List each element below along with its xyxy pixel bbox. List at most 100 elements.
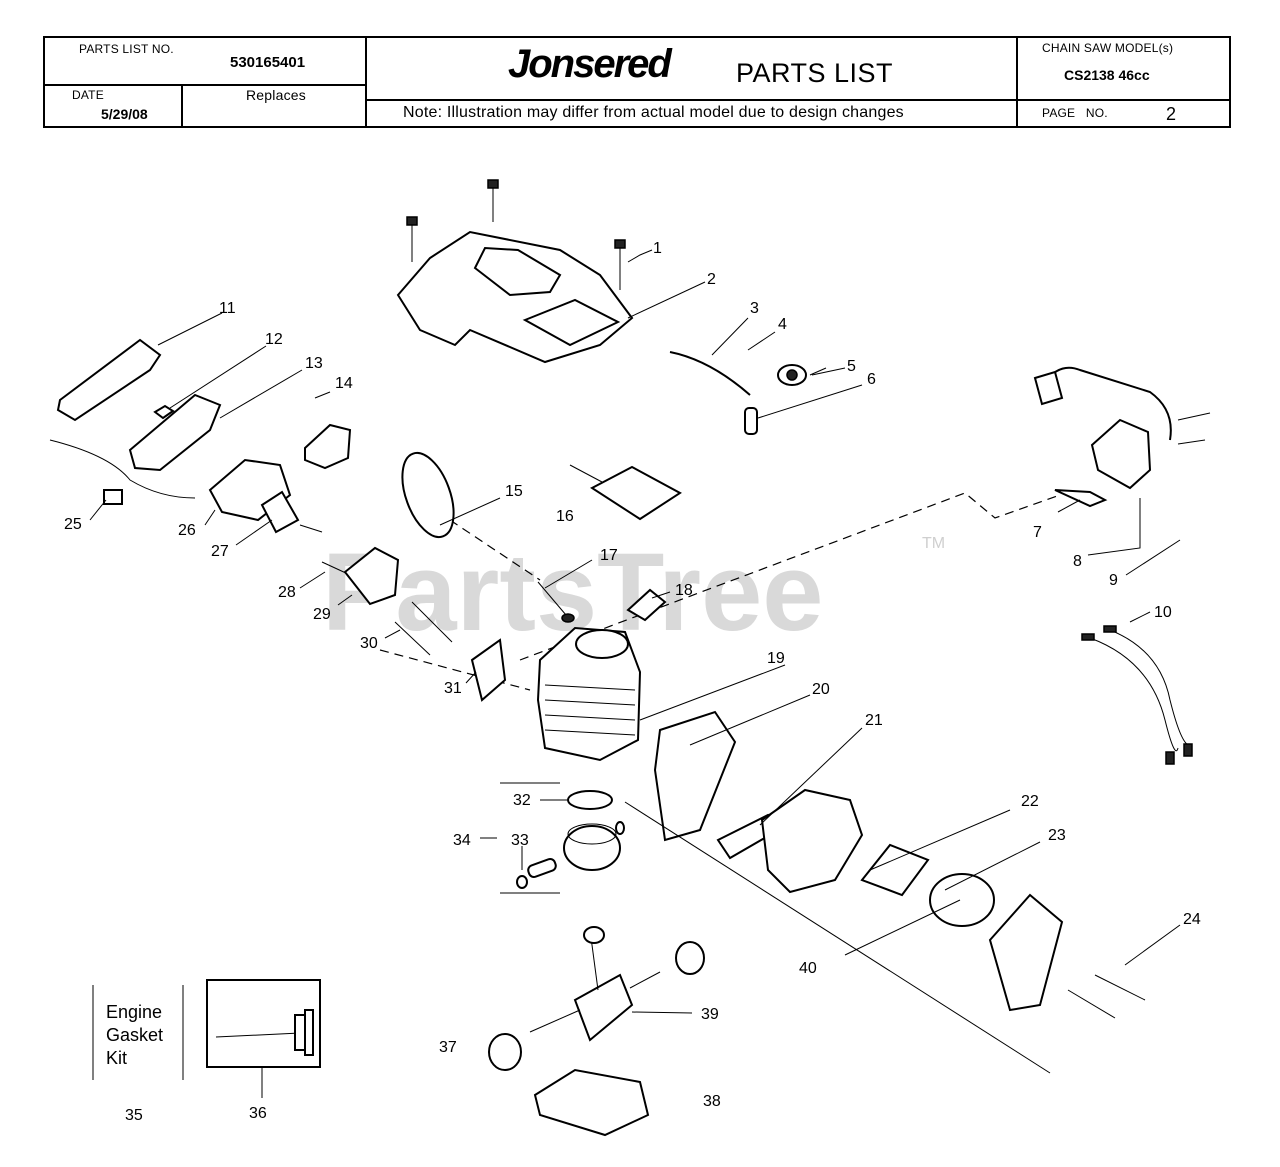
bracket-part-7 [1054, 489, 1108, 508]
bolt-part-24 [1094, 974, 1146, 1001]
assembly-line [519, 492, 1061, 661]
callout-39: 39 [701, 1006, 719, 1023]
piston-pin-part-33 [527, 857, 557, 879]
intake-boot-part-15 [401, 451, 455, 539]
circlip-part-33 [615, 821, 625, 835]
spark-plug-part-17 [537, 581, 575, 623]
callout-8: 8 [1073, 553, 1082, 570]
callout-19: 19 [767, 650, 785, 667]
screw-part-28 [321, 561, 349, 575]
crankshaft-part-39 [529, 926, 661, 1042]
gasket-part-31 [470, 638, 507, 702]
callout-35: 35 [125, 1107, 143, 1124]
model-label: CHAIN SAW MODEL(s) [1042, 41, 1174, 55]
gasket-part-27 [260, 490, 300, 534]
callout-7: 7 [1033, 524, 1042, 541]
page-title: PARTS LIST [736, 58, 894, 88]
parts-list-no: 530165401 [230, 54, 306, 71]
callout-22: 22 [1021, 793, 1039, 810]
callout-33: 33 [511, 832, 529, 849]
callout-23: 23 [1048, 827, 1066, 844]
muffler-part-22 [760, 788, 864, 894]
nut-part-12 [153, 404, 175, 420]
parts-list-no-label: PARTS LIST NO. [79, 42, 174, 56]
kit-label-kit: Kit [106, 1048, 127, 1068]
screw-part-5 [809, 367, 827, 376]
callout-3: 3 [750, 300, 759, 317]
callout-31: 31 [444, 680, 462, 697]
callout-30: 30 [360, 635, 378, 652]
callout-leaders [89, 249, 1181, 1074]
filter-part-6 [744, 407, 758, 435]
callout-15: 15 [505, 483, 523, 500]
gasket-part-16 [590, 465, 682, 521]
cylinder-part-19 [536, 626, 642, 762]
heat-shield-part-20 [653, 710, 737, 842]
callout-24: 24 [1183, 911, 1201, 928]
parts-list-header [43, 36, 1231, 128]
callout-4: 4 [778, 316, 787, 333]
callout-20: 20 [812, 681, 830, 698]
air-filter-part-11 [56, 338, 162, 422]
callout-28: 28 [278, 584, 296, 601]
model-value: CS2138 46cc [1064, 67, 1150, 83]
combination-wrench-icon [215, 1009, 314, 1056]
stud-part-30 [394, 621, 431, 656]
disclaimer-note: Note: Illustration may differ from actua… [403, 104, 904, 121]
piston-part-34 [563, 823, 621, 871]
bearing-part-39 [675, 941, 705, 975]
callout-29: 29 [313, 606, 331, 623]
spark-plug-boot-part-18 [626, 588, 667, 622]
callout-18: 18 [675, 582, 693, 599]
page-no-label: PAGE NO. [1042, 106, 1108, 120]
callout-12: 12 [265, 331, 283, 348]
callout-17: 17 [600, 547, 618, 564]
cylinder-cover-part-2 [396, 230, 634, 364]
callout-34: 34 [453, 832, 471, 849]
callout-numbers: 1 2 3 4 5 6 7 8 9 10 11 12 13 14 15 16 1… [64, 240, 1201, 1124]
callout-5: 5 [847, 358, 856, 375]
callout-26: 26 [178, 522, 196, 539]
assembly-line [379, 519, 541, 691]
wire-harness-part-10 [1081, 625, 1193, 765]
header-divider [367, 99, 1229, 101]
screw-part-28 [299, 524, 323, 533]
valve-part-4 [777, 364, 807, 386]
callout-10: 10 [1154, 604, 1172, 621]
crankcase-part-38 [533, 1068, 650, 1137]
callout-11: 11 [219, 300, 236, 317]
throttle-cable-part-25 [49, 439, 196, 499]
screw-part-1 [406, 179, 626, 290]
filter-holder-part-13 [128, 393, 222, 472]
callout-32: 32 [513, 792, 531, 809]
brand-logo: Jonsered [508, 42, 672, 86]
kit-label-gasket: Gasket [106, 1025, 163, 1045]
callout-25: 25 [64, 516, 82, 533]
bearing-part-37 [488, 1033, 522, 1071]
callout-9: 9 [1109, 572, 1118, 589]
header-divider [181, 84, 183, 126]
intake-part-14 [304, 423, 352, 470]
callout-14: 14 [335, 375, 353, 392]
callout-16: 16 [556, 508, 574, 525]
stud-part-30 [411, 601, 453, 643]
callout-6: 6 [867, 371, 876, 388]
replaces-label: Replaces [246, 87, 306, 103]
circlip-part-33 [516, 875, 528, 889]
callout-40: 40 [799, 960, 817, 977]
grommet-part-25 [103, 489, 123, 505]
piston-ring-part-32 [567, 790, 613, 810]
callout-27: 27 [211, 543, 229, 560]
callout-21: 21 [865, 712, 883, 729]
callout-37: 37 [439, 1039, 457, 1056]
callout-38: 38 [703, 1093, 721, 1110]
callout-1: 1 [653, 240, 662, 257]
header-divider [365, 38, 367, 126]
header-divider [1016, 38, 1018, 126]
page-no-value: 2 [1166, 104, 1177, 124]
kit-label-engine: Engine [106, 1002, 162, 1022]
spark-screen-part-23 [929, 873, 995, 927]
muffler-plate-part-22 [860, 843, 930, 897]
callout-13: 13 [305, 355, 323, 372]
